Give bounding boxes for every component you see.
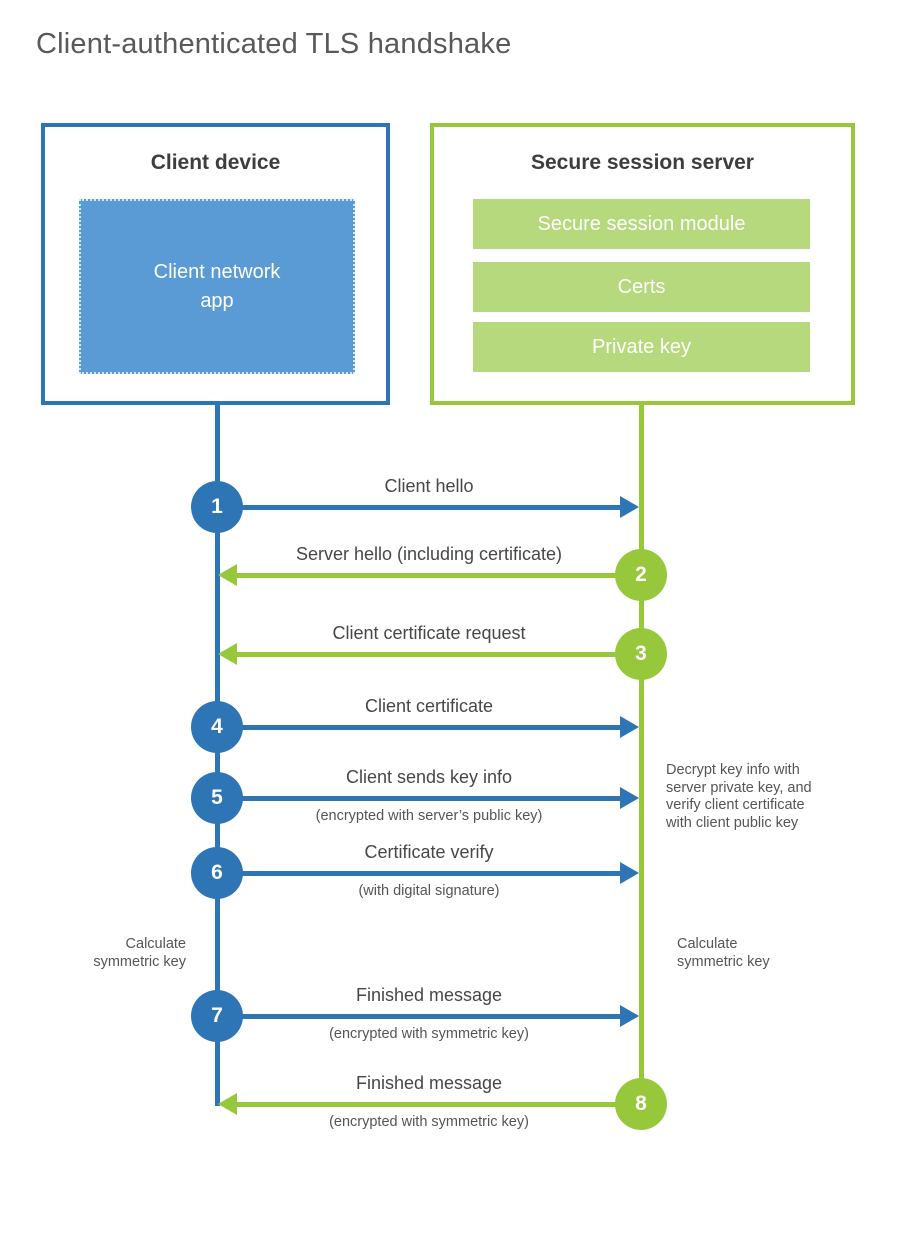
page-title: Client-authenticated TLS handshake (36, 28, 512, 60)
server-certs-bar: Certs (473, 262, 810, 312)
step-8-sublabel: (encrypted with symmetric key) (329, 1114, 529, 1130)
step-6-arrow-line (217, 871, 621, 876)
calculate-symmetric-key-server-note: Calculate symmetric key (677, 936, 770, 970)
server-lifeline (639, 405, 644, 1104)
step-8-label: Finished message (355, 1073, 503, 1093)
step-4-label: Client certificate (364, 696, 494, 716)
step-4-badge: 4 (191, 701, 243, 753)
step-2-arrow-line (237, 573, 641, 578)
step-8-arrowhead-icon (218, 1093, 237, 1115)
step-1-arrowhead-icon (620, 496, 639, 518)
step-4-arrowhead-icon (620, 716, 639, 738)
server-module-bar: Secure session module (473, 199, 810, 249)
step-3-arrowhead-icon (218, 643, 237, 665)
secure-session-server-title: Secure session server (531, 151, 754, 174)
step-3-arrow-line (237, 652, 641, 657)
step-8-badge: 8 (615, 1078, 667, 1130)
server-private-key-bar: Private key (473, 322, 810, 372)
step-6-sublabel: (with digital signature) (358, 883, 500, 899)
calculate-symmetric-key-client-note: Calculate symmetric key (93, 936, 186, 970)
step-6-label: Certificate verify (364, 842, 494, 862)
step-1-badge: 1 (191, 481, 243, 533)
decrypt-key-note: Decrypt key info with server private key… (666, 762, 812, 832)
step-8-arrow-line (237, 1102, 641, 1107)
step-5-badge: 5 (191, 772, 243, 824)
step-7-arrow-line (217, 1014, 621, 1019)
step-5-label: Client sends key info (345, 767, 513, 787)
step-5-arrow-line (217, 796, 621, 801)
step-7-label: Finished message (355, 985, 503, 1005)
client-network-app-box: Client network app (79, 199, 355, 374)
step-6-badge: 6 (191, 847, 243, 899)
step-4-arrow-line (217, 725, 621, 730)
step-7-sublabel: (encrypted with symmetric key) (329, 1026, 529, 1042)
step-7-badge: 7 (191, 990, 243, 1042)
step-6-arrowhead-icon (620, 862, 639, 884)
step-3-badge: 3 (615, 628, 667, 680)
step-2-arrowhead-icon (218, 564, 237, 586)
step-5-sublabel: (encrypted with server’s public key) (315, 808, 543, 824)
step-2-badge: 2 (615, 549, 667, 601)
step-7-arrowhead-icon (620, 1005, 639, 1027)
step-3-label: Client certificate request (332, 623, 526, 643)
step-1-label: Client hello (384, 476, 474, 496)
step-2-label: Server hello (including certificate) (295, 544, 563, 564)
client-device-title: Client device (150, 151, 281, 174)
client-lifeline (215, 405, 220, 1106)
step-1-arrow-line (217, 505, 621, 510)
step-5-arrowhead-icon (620, 787, 639, 809)
